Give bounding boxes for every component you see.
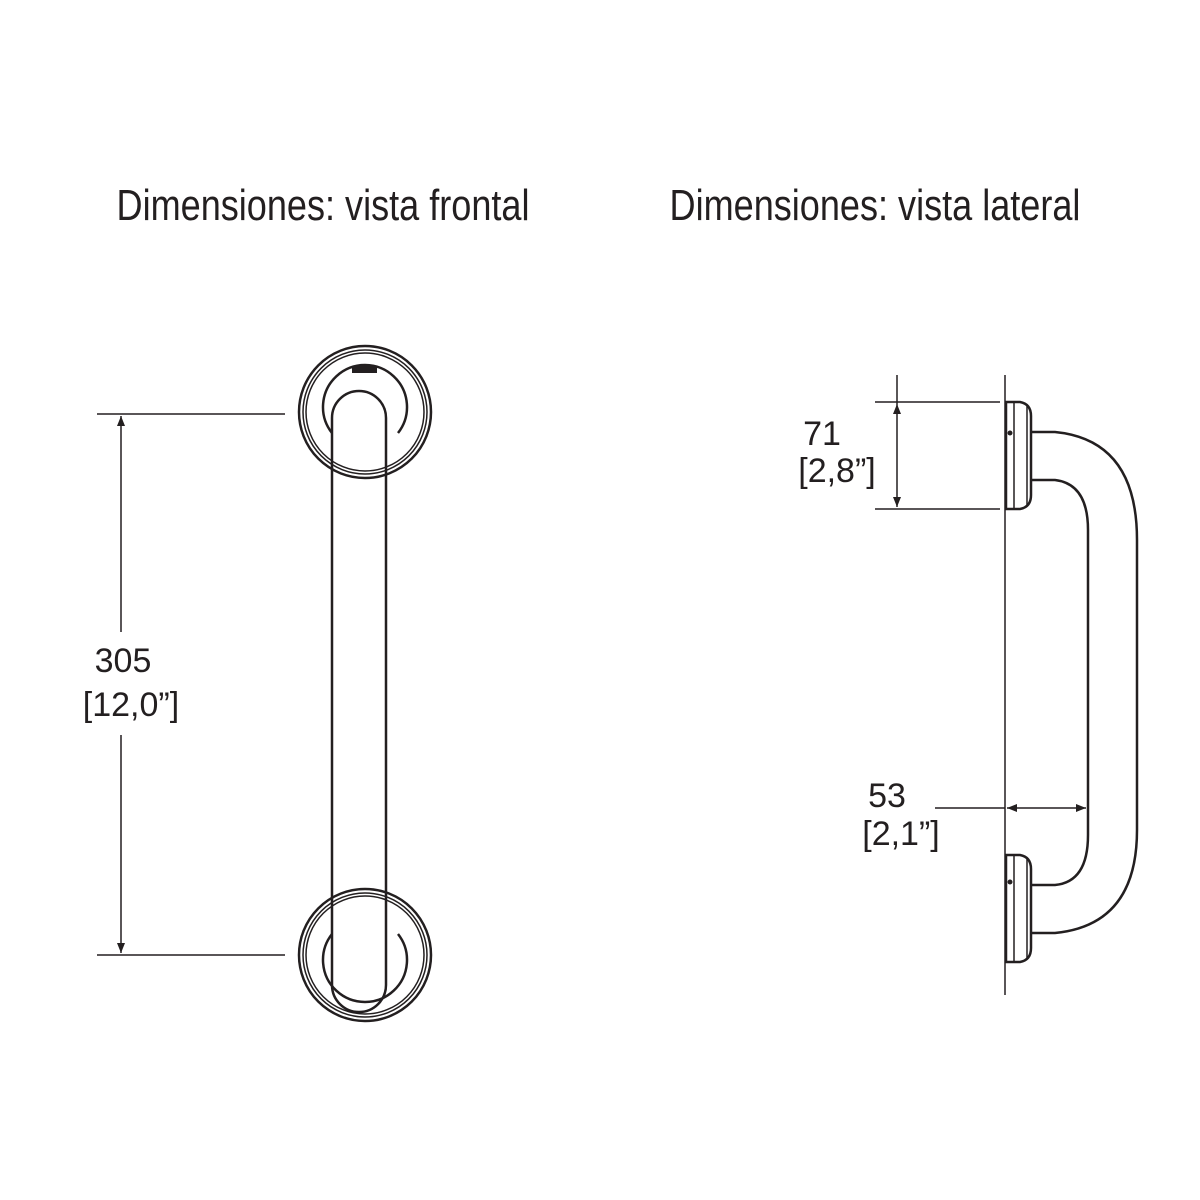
- side-view-grab-bar: [1004, 375, 1139, 995]
- front-view-grab-bar: [297, 344, 433, 1023]
- length-mm-label: 305: [95, 642, 152, 680]
- length-in-label: [12,0”]: [83, 686, 179, 724]
- front-view-title: Dimensiones: vista frontal: [117, 181, 530, 230]
- side-bar-tube-inner: [1032, 478, 1090, 887]
- projection-in-label: [2,1”]: [862, 815, 939, 853]
- projection-mm-label: 53: [868, 777, 906, 815]
- projection-dimension: 53 [2,1”]: [862, 777, 1086, 853]
- side-bar-tube-outer: [1032, 430, 1139, 935]
- flange-set-screw-icon: [352, 366, 377, 373]
- side-bottom-flange: [1004, 853, 1033, 964]
- front-length-dimension: 305 [12,0”]: [83, 413, 285, 956]
- top-flange: [297, 344, 433, 480]
- flange-mm-label: 71: [803, 415, 841, 453]
- front-bar-tube: [330, 389, 388, 1014]
- side-view-title: Dimensiones: vista lateral: [670, 181, 1081, 230]
- flange-in-label: [2,8”]: [798, 452, 875, 490]
- flange-diameter-dimension: 71 [2,8”]: [798, 375, 1000, 510]
- bottom-flange: [297, 887, 433, 1023]
- side-top-flange: [1004, 400, 1033, 511]
